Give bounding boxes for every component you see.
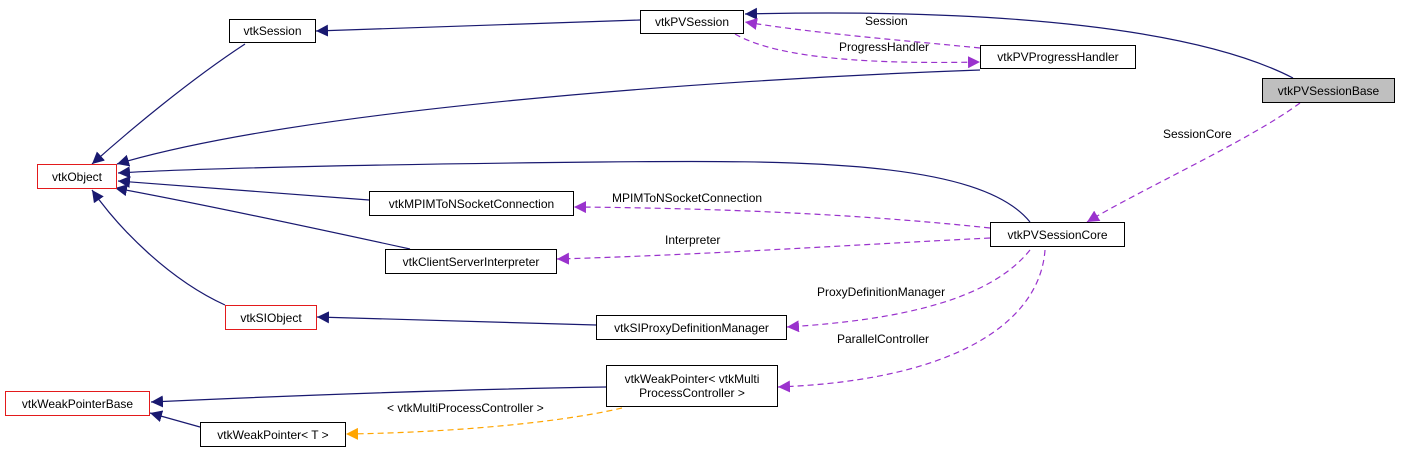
node-vtk-weak-pointer-t[interactable]: vtkWeakPointer< T > [200,422,346,447]
edge-interpreter-sessioncore [556,237,991,265]
edge-siobject-to-object [91,189,226,306]
edge-sessioncore-sessionbase [1086,102,1301,223]
edge-label-interpreter: Interpreter [665,233,721,247]
edge-pvsession-progresshandler [734,33,981,69]
node-vtk-si-proxy-definition-manager[interactable]: vtkSIProxyDefinitionManager [596,315,787,340]
edge-mpim-to-object [117,175,370,201]
edge-pvsessionbase-to-pvsession [744,7,1294,79]
edge-pvsession-to-session [315,19,641,37]
node-vtk-si-object[interactable]: vtkSIObject [225,305,317,330]
edge-sessioncore-to-object [117,160,1031,223]
edge-weakmulti-to-weakbase [150,386,607,408]
edge-mpim-sessioncore [573,201,991,229]
edge-label-session-core: SessionCore [1163,127,1232,141]
edge-label-parallel-controller: ParallelController [837,332,930,346]
edge-label-proxy-definition-manager: ProxyDefinitionManager [817,285,946,299]
node-vtk-object[interactable]: vtkObject [37,164,117,189]
edge-label-mpim-to-n: MPIMToNSocketConnection [612,191,763,205]
node-vtk-pv-session-core[interactable]: vtkPVSessionCore [990,222,1125,247]
node-vtk-pv-session-base: vtkPVSessionBase [1262,78,1395,103]
node-vtk-weak-pointer-multi-line2: ProcessController > [639,386,745,400]
node-vtk-mpim-to-n-socket-connection[interactable]: vtkMPIMToNSocketConnection [369,191,574,216]
node-vtk-pv-session[interactable]: vtkPVSession [640,10,744,34]
edge-siproxydef-to-siobject [316,311,597,326]
node-vtk-weak-pointer-multi-process-controller[interactable]: vtkWeakPointer< vtkMulti ProcessControll… [606,365,778,407]
edge-interpreter-to-object [114,184,411,250]
edge-progresshandler-to-object [116,69,981,167]
node-vtk-weak-pointer-base[interactable]: vtkWeakPointerBase [5,391,150,416]
edge-session-to-object [91,43,246,165]
edge-parallelcontroller-sessioncore [777,249,1046,393]
edge-label-progress-handler: ProgressHandler [839,40,930,54]
node-vtk-weak-pointer-multi-line1: vtkWeakPointer< vtkMulti [624,372,760,386]
edge-label-session: Session [865,14,908,28]
edge-template-instance [345,407,623,440]
node-vtk-session[interactable]: vtkSession [229,19,316,43]
edge-weakt-to-weakbase [149,410,201,428]
node-vtk-pv-progress-handler[interactable]: vtkPVProgressHandler [980,45,1136,69]
edge-proxydef-sessioncore [786,249,1031,333]
node-vtk-client-server-interpreter[interactable]: vtkClientServerInterpreter [385,249,557,274]
edge-label-template-arg: < vtkMultiProcessController > [387,401,544,415]
